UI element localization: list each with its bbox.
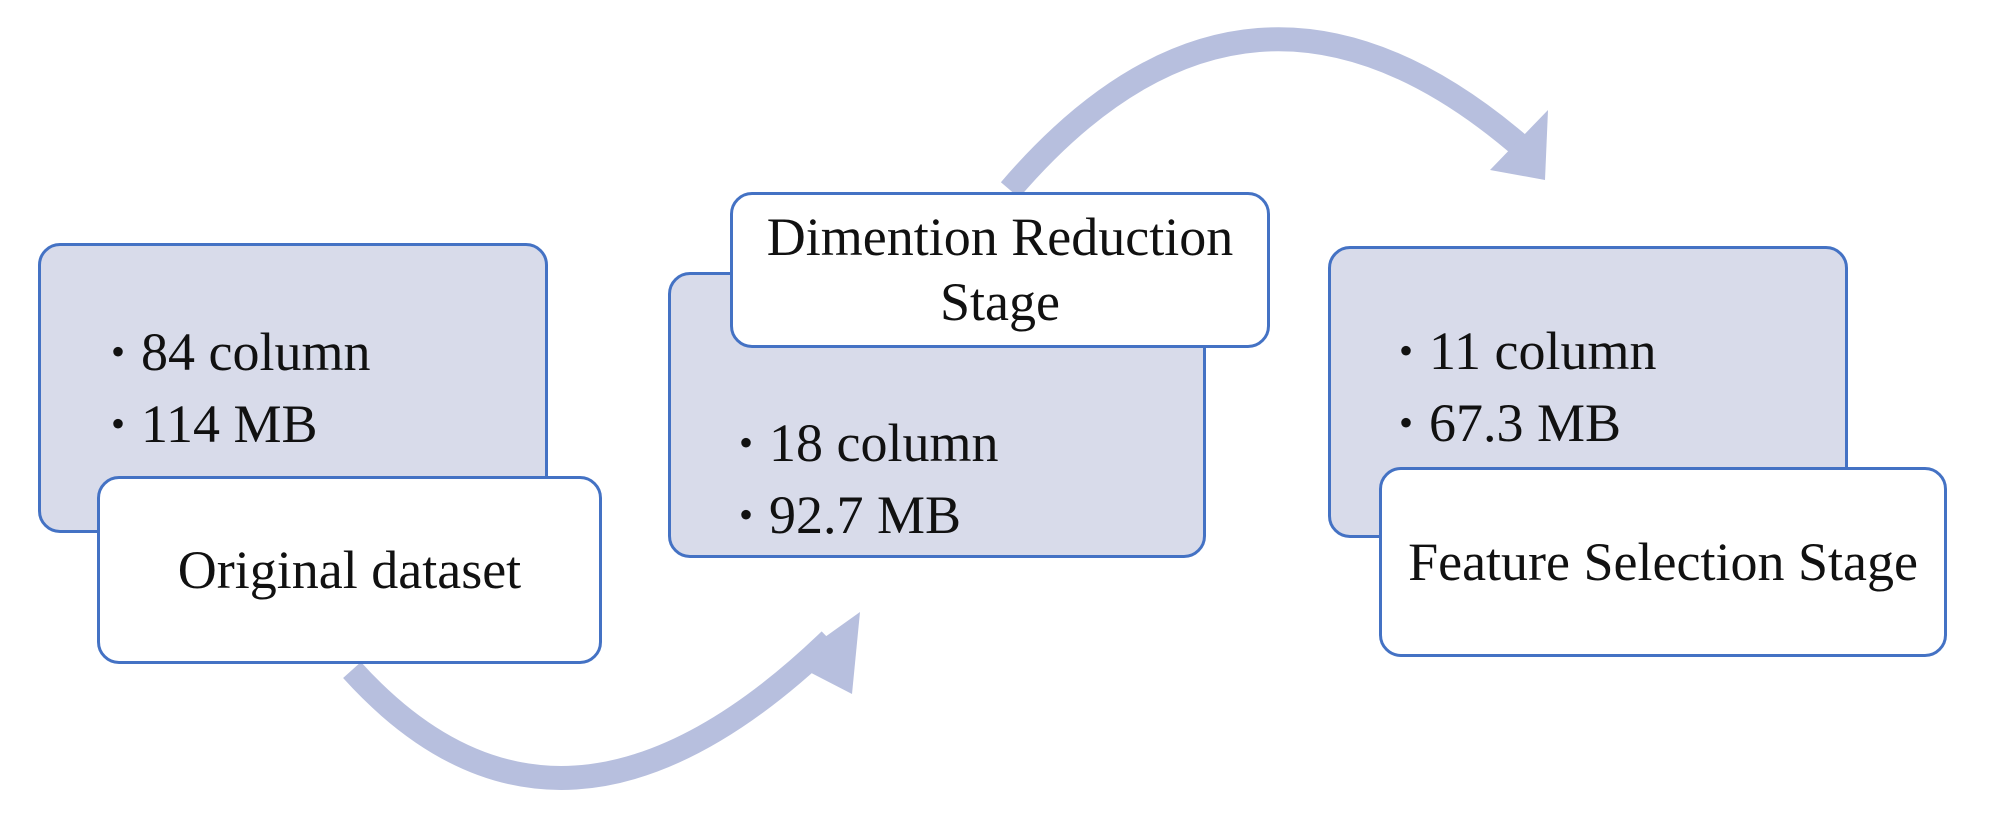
dimention-reduction-label: Dimention Reduction Stage: [730, 192, 1270, 348]
original-dataset-bullets: •84 column •114 MB: [111, 316, 370, 460]
arrowhead-bottom: [790, 612, 860, 694]
arrowhead-top: [1490, 110, 1548, 180]
bullet-item: •84 column: [111, 322, 371, 382]
feature-selection-bullets: •11 column •67.3 MB: [1399, 315, 1656, 459]
feature-selection-label: Feature Selection Stage: [1379, 467, 1947, 657]
dimention-reduction-bullets: •18 column •92.7 MB: [739, 407, 998, 551]
bullet-item: •114 MB: [111, 394, 318, 454]
arrow-original-to-dimention: [343, 631, 839, 790]
bullet-item: •67.3 MB: [1399, 393, 1622, 453]
original-dataset-label: Original dataset: [97, 476, 602, 664]
bullet-item: •18 column: [739, 413, 999, 473]
bullet-item: •11 column: [1399, 321, 1657, 381]
arrow-dimention-to-feature: [1000, 27, 1533, 198]
bullet-item: •92.7 MB: [739, 485, 962, 545]
